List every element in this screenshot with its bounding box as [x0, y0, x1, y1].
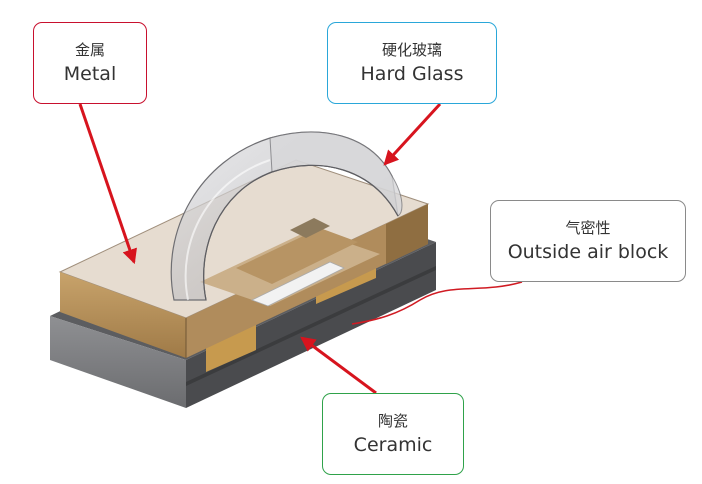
air-connector-line: [351, 281, 523, 325]
callout-metal: 金属 Metal: [33, 22, 147, 104]
metal-frame: [58, 159, 430, 358]
callout-hard-glass-zh: 硬化玻璃: [381, 41, 442, 59]
callout-hard-glass: 硬化玻璃 Hard Glass: [327, 22, 497, 104]
callout-outside-air-block-en: Outside air block: [507, 241, 669, 263]
callout-ceramic-en: Ceramic: [353, 434, 433, 456]
pointer-arrows: [78, 102, 523, 395]
glass-arrow: [383, 102, 442, 166]
callout-metal-zh: 金属: [74, 41, 105, 59]
callout-hard-glass-en: Hard Glass: [360, 63, 464, 85]
callout-outside-air-block: 气密性 Outside air block: [490, 200, 686, 282]
inner-cavity: [200, 218, 380, 307]
callout-metal-en: Metal: [63, 63, 117, 85]
ceramic-arrow: [300, 336, 377, 395]
callout-ceramic-zh: 陶瓷: [377, 412, 408, 430]
glass-dome: [170, 131, 403, 301]
callout-outside-air-block-zh: 气密性: [565, 219, 611, 237]
metal-arrow: [78, 103, 137, 265]
callout-ceramic: 陶瓷 Ceramic: [322, 393, 464, 475]
